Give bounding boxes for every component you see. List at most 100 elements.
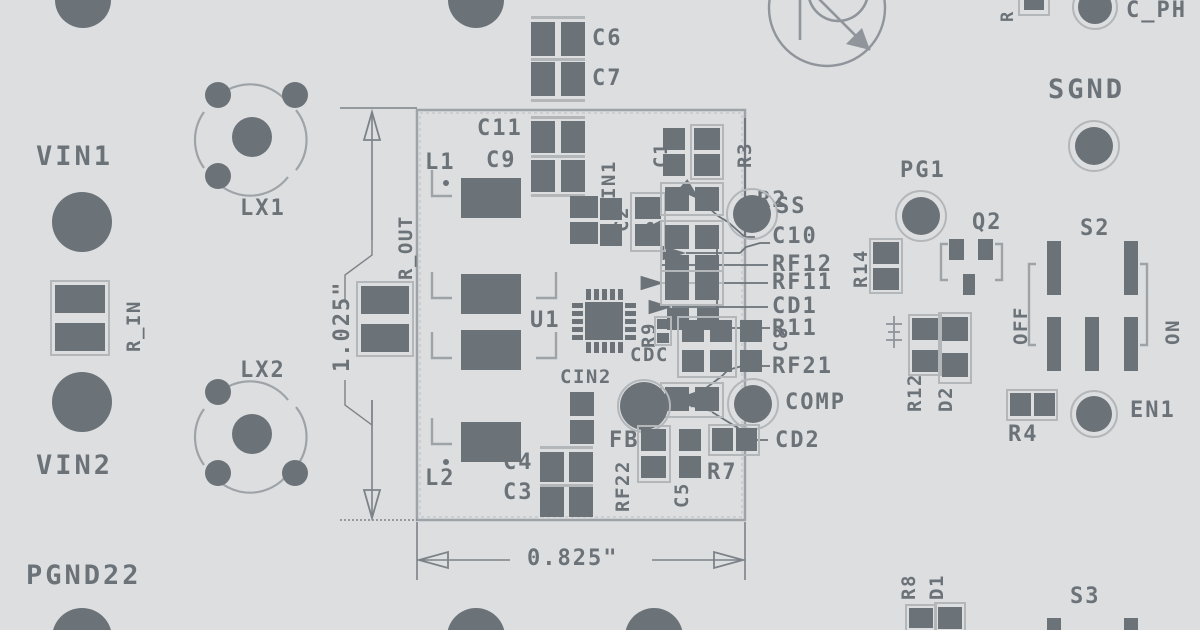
label-r-top: R bbox=[998, 10, 1018, 22]
footprint-d2 bbox=[938, 312, 972, 384]
pad-s2-2-bot bbox=[1085, 317, 1099, 371]
label-en1: EN1 bbox=[1130, 398, 1176, 423]
pad-c2-a bbox=[600, 198, 622, 220]
pad-s3-1 bbox=[1047, 618, 1061, 630]
label-cin2: CIN2 bbox=[560, 366, 612, 388]
pad-lx1-tr bbox=[282, 82, 308, 108]
pad-c5-b bbox=[679, 456, 701, 478]
footprint-r8 bbox=[905, 604, 937, 630]
pad-rf12-c bbox=[665, 255, 689, 279]
footprint-r3 bbox=[690, 124, 724, 180]
silk-c11-top bbox=[531, 116, 585, 119]
silk-c6-top bbox=[531, 16, 585, 19]
pad-top-center-partial bbox=[448, 0, 504, 28]
pad-l3-body bbox=[461, 274, 521, 314]
pad-cdc-a bbox=[682, 320, 704, 342]
pad-u1-pin bbox=[625, 335, 636, 340]
dimension-height: 1.025" bbox=[330, 280, 355, 372]
label-s2: S2 bbox=[1080, 216, 1111, 241]
testpoint-pg1[interactable] bbox=[895, 190, 947, 242]
marker-l1-pin1 bbox=[443, 180, 449, 186]
pad-r14-b bbox=[873, 268, 899, 290]
label-r-in: R_IN bbox=[123, 300, 145, 352]
pad-c11-a bbox=[531, 121, 555, 153]
pad-s2-3-top bbox=[1124, 241, 1138, 295]
pad-r2-b bbox=[695, 187, 719, 211]
label-lx1: LX1 bbox=[240, 196, 286, 221]
pad-c8-b bbox=[740, 350, 762, 372]
footprint-r14 bbox=[869, 238, 903, 294]
pad-comp bbox=[734, 385, 772, 423]
pad-cin1-a bbox=[570, 196, 598, 218]
pad-r-in-a bbox=[55, 285, 105, 313]
label-r3: R3 bbox=[734, 142, 756, 168]
pad-top-left-partial bbox=[55, 0, 111, 28]
testpoint-ss[interactable] bbox=[726, 188, 778, 240]
label-ss: SS bbox=[776, 194, 807, 219]
testpoint-sgnd[interactable] bbox=[1068, 120, 1120, 172]
label-switch-on: ON bbox=[1162, 319, 1184, 345]
pad-pg1 bbox=[902, 197, 940, 235]
footprint-r5 bbox=[630, 192, 666, 252]
label-c8: C8 bbox=[770, 326, 792, 352]
pad-r3-b bbox=[694, 154, 720, 176]
ring-pg1 bbox=[895, 190, 947, 242]
testpoint-en1[interactable] bbox=[1070, 390, 1118, 438]
pad-l2-body bbox=[461, 422, 521, 462]
label-pgnd22: PGND22 bbox=[26, 560, 142, 591]
testpoint-c-ph[interactable] bbox=[1072, 0, 1118, 30]
ring-en1 bbox=[1070, 390, 1118, 438]
pad-r-in-b bbox=[55, 323, 105, 351]
footprint-r4 bbox=[1006, 389, 1058, 421]
pad-lx1-tl bbox=[205, 82, 231, 108]
pad-r-out-b bbox=[361, 324, 409, 352]
pad-u1-pin bbox=[586, 342, 591, 353]
label-sgnd: SGND bbox=[1048, 74, 1126, 105]
label-r12: R12 bbox=[904, 373, 926, 412]
silk-c4-top bbox=[540, 446, 593, 449]
pad-u1-pin bbox=[594, 342, 599, 353]
footprint-r12 bbox=[908, 314, 942, 376]
pad-c4-b bbox=[569, 452, 593, 482]
pad-c7-b bbox=[561, 62, 585, 96]
pad-u1-pin bbox=[586, 289, 591, 300]
pad-l1-body bbox=[461, 178, 521, 218]
pad-d2-b bbox=[942, 353, 968, 377]
label-u1: U1 bbox=[530, 308, 561, 333]
pad-c6-a bbox=[531, 22, 555, 56]
pad-rf22-b bbox=[641, 456, 666, 478]
label-d1: D1 bbox=[926, 574, 948, 600]
pad-cin2-b bbox=[570, 420, 594, 444]
label-r11: R11 bbox=[772, 316, 818, 341]
label-q2: Q2 bbox=[972, 210, 1003, 235]
silk-c11-mid bbox=[531, 155, 585, 158]
footprint-r2 bbox=[660, 182, 724, 216]
label-c3: C3 bbox=[503, 480, 534, 505]
silk-c9-bot bbox=[531, 194, 585, 197]
pad-r8-a bbox=[909, 608, 933, 628]
label-rf12: RF12 bbox=[772, 252, 833, 277]
pad-r12-b bbox=[912, 350, 938, 372]
pad-c2-b bbox=[600, 224, 622, 246]
pad-pgnd22 bbox=[52, 608, 112, 630]
pad-r5-b bbox=[635, 224, 661, 246]
pad-bottom-1 bbox=[447, 608, 505, 630]
pad-s2-1-bot bbox=[1047, 317, 1061, 371]
label-cdc: CDC bbox=[630, 344, 669, 366]
pad-sgnd bbox=[1075, 127, 1113, 165]
pad-s3-2 bbox=[1124, 618, 1138, 630]
pad-en1 bbox=[1076, 396, 1112, 432]
label-r4: R4 bbox=[1008, 422, 1039, 447]
label-switch-off: OFF bbox=[1010, 306, 1032, 345]
pad-l4-body bbox=[461, 330, 521, 370]
label-c5: C5 bbox=[671, 482, 693, 508]
pad-rf11-b bbox=[695, 276, 719, 300]
pad-c5-a bbox=[679, 429, 701, 451]
testpoint-comp[interactable] bbox=[727, 378, 779, 430]
pad-r9-a bbox=[657, 319, 669, 329]
label-fb: FB bbox=[609, 428, 640, 453]
label-cd1: CD1 bbox=[772, 294, 818, 319]
label-r8: R8 bbox=[898, 574, 920, 600]
label-vin1: VIN1 bbox=[36, 141, 114, 172]
label-l2: L2 bbox=[425, 466, 456, 491]
